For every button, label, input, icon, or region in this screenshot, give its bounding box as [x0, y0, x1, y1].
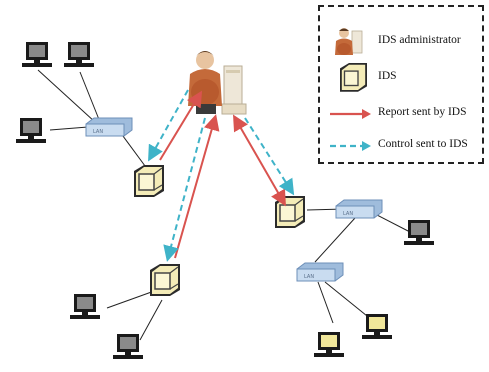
legend-item-ids: IDS [320, 63, 482, 93]
legend-label-report: Report sent by IDS [378, 106, 467, 118]
connection-lines [37, 69, 411, 341]
ids-administrator-icon [335, 28, 363, 55]
switch-icon-2 [335, 199, 383, 219]
ids-administrator-icon [188, 51, 247, 115]
switch-icon-1 [85, 117, 133, 137]
computer-icon-2 [64, 42, 94, 67]
solid-red-arrow-icon [330, 109, 371, 119]
legend: IDS administrator IDS Report sent by IDS… [318, 5, 484, 164]
computer-icon-6 [113, 334, 143, 359]
computer-icon-7 [314, 332, 344, 357]
ids-device-icon-2 [274, 195, 306, 229]
control-arrows [148, 89, 295, 262]
computer-icon-1 [22, 42, 52, 67]
legend-label-control: Control sent to IDS [378, 138, 468, 150]
switch-icon-3 [296, 262, 344, 282]
ids-device-icon-1 [133, 164, 165, 198]
report-arrows [159, 90, 286, 259]
computer-icon-5 [70, 294, 100, 319]
computer-icon-4 [404, 220, 434, 245]
legend-label-ids: IDS [378, 70, 397, 82]
legend-item-report: Report sent by IDS [320, 99, 482, 129]
legend-item-ids-administrator: IDS administrator [320, 27, 482, 57]
legend-label-ids-administrator: IDS administrator [378, 34, 461, 46]
ids-device-icon-3 [149, 263, 181, 297]
ids-device-icon [340, 63, 367, 92]
computer-icon-3 [16, 118, 46, 143]
computer-icon-8 [362, 314, 392, 339]
legend-item-control: Control sent to IDS [320, 131, 482, 161]
dashed-cyan-arrow-icon [330, 141, 371, 151]
